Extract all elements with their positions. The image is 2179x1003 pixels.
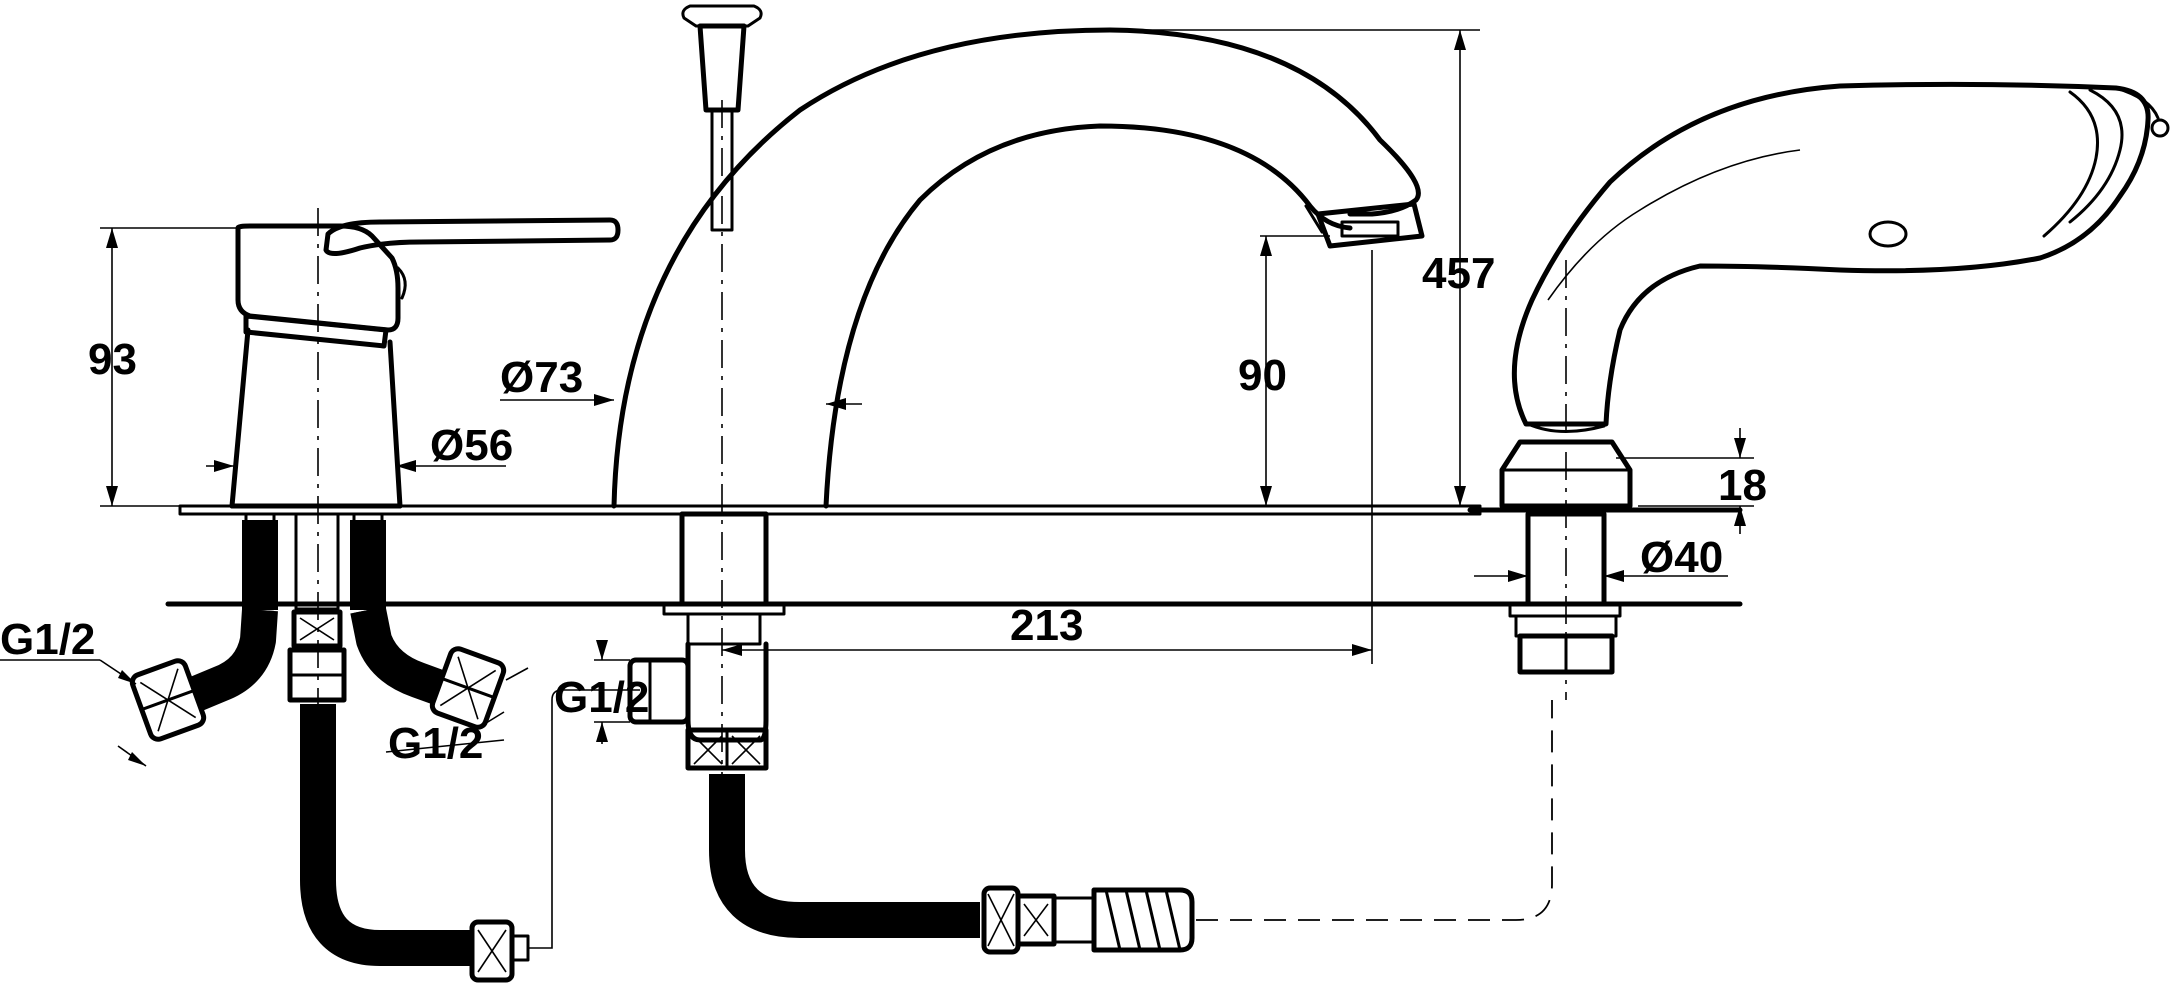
dimension-labels: 93 Ø73 Ø56 90 457 18 Ø40 213 G1/2 G1/2 G… (0, 249, 1767, 768)
bath-spout (611, 27, 1425, 509)
hand-shower (1511, 81, 2170, 434)
dim-spout-reach: 213 (1010, 601, 1083, 650)
dim-mixer-height: 93 (88, 335, 137, 384)
dim-shower-base-diameter: Ø40 (1640, 533, 1723, 582)
dim-thread-mid: G1/2 (388, 719, 483, 768)
dim-spout-height: 90 (1238, 351, 1287, 400)
dim-thread-left: G1/2 (0, 615, 95, 664)
dim-shower-base-height: 18 (1718, 461, 1767, 510)
mixer-tap (229, 217, 621, 509)
dim-spout-body-diameter: Ø73 (500, 353, 583, 402)
deck-plates (165, 504, 1743, 607)
dim-overall-height: 457 (1422, 249, 1495, 298)
dim-mixer-diameter: Ø56 (430, 421, 513, 470)
mixer-supply-hoses (129, 512, 640, 983)
spout-shank (627, 511, 1195, 955)
dim-thread-diverter: G1/2 (554, 673, 649, 722)
dimension-lines (0, 29, 1754, 767)
hose-continuation-line (1196, 700, 1553, 921)
